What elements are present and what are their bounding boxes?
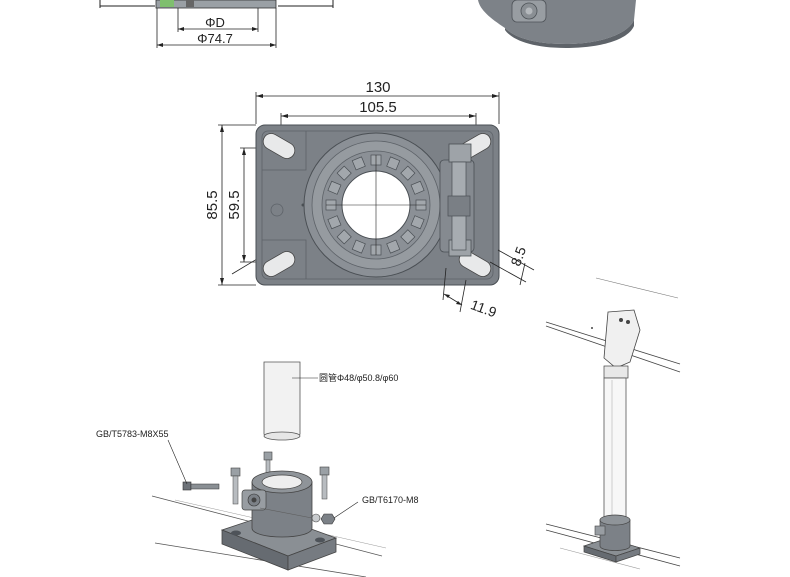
ring-tooth: [336, 229, 352, 245]
plan-view: 130 105.5 85.5 59.5: [204, 79, 535, 320]
dim-slot-width-label: 8.5: [507, 244, 529, 268]
ring-tooth: [351, 239, 366, 254]
nut-label: GB/T6170-M8: [362, 495, 419, 505]
ring-tooth: [386, 156, 401, 171]
dim-d-label: ΦD: [205, 15, 225, 30]
mounting-slot: [262, 133, 296, 159]
dim-outer-diameter-label: Φ74.7: [197, 31, 233, 46]
ring-tooth: [400, 229, 416, 245]
ring-tooth: [410, 215, 425, 230]
ring-tooth: [327, 180, 342, 195]
installed-view: [545, 277, 681, 570]
dim-width-total-label: 130: [365, 79, 390, 96]
exploded-assembly: 圆管Φ48/φ50.8/φ60 GB/T5783-M8X55 G: [96, 361, 419, 577]
ring-tooth: [410, 180, 425, 195]
dim-height-holes-label: 59.5: [226, 190, 243, 219]
tube-label: 圆管Φ48/φ50.8/φ60: [319, 372, 398, 383]
dim-width-holes-label: 105.5: [359, 99, 397, 116]
ring-tooth: [400, 165, 416, 181]
dim-height-total-label: 85.5: [204, 190, 221, 219]
mounting-slot: [262, 251, 296, 277]
ring-tooth: [336, 165, 352, 181]
top-partial-view: ΦD Φ74.7: [99, 0, 334, 48]
top-partial-3d-view: [478, 0, 636, 48]
ring-tooth: [351, 156, 366, 171]
ring-tooth: [386, 239, 401, 254]
dim-slot-length-label: 11.9: [469, 296, 499, 320]
bolt-label: GB/T5783-M8X55: [96, 429, 169, 439]
ring-tooth: [327, 215, 342, 230]
